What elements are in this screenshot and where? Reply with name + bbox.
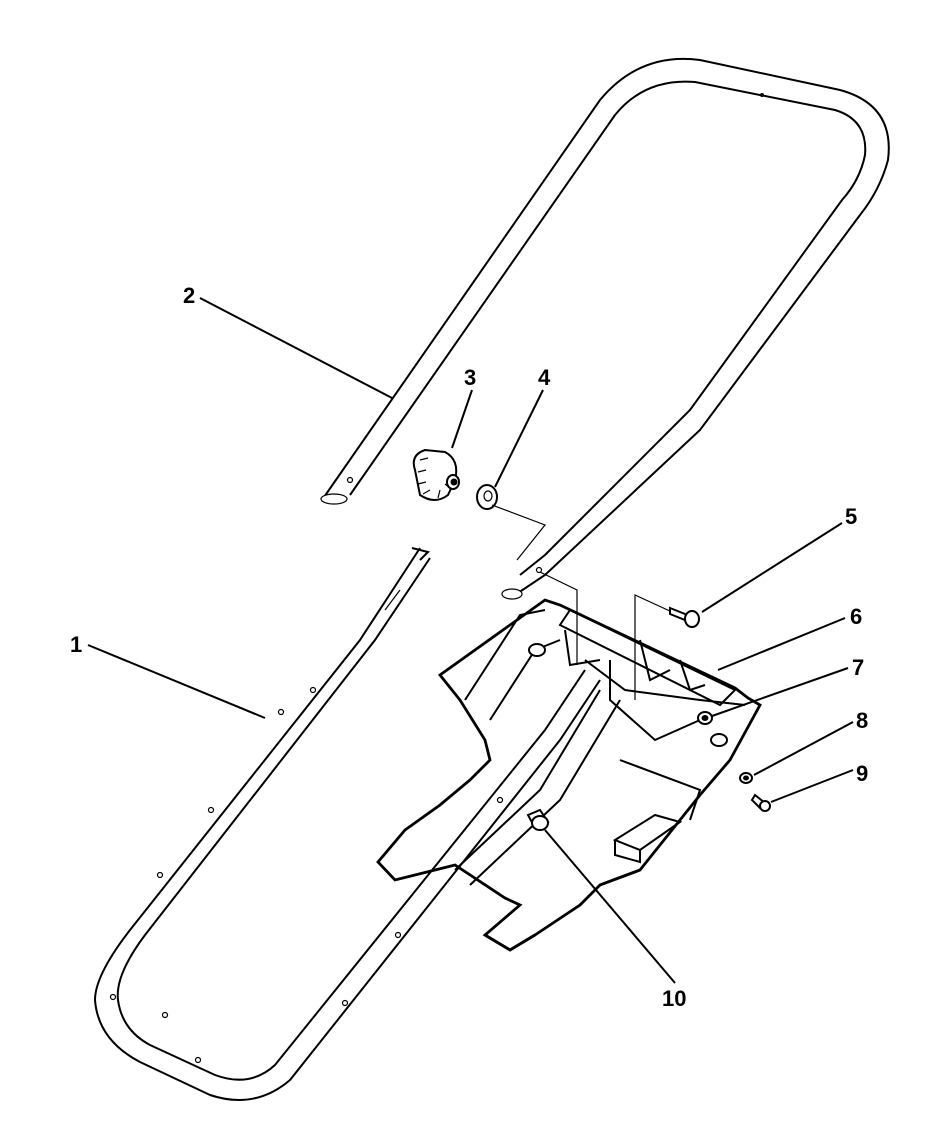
nut xyxy=(697,711,713,725)
lock-washer xyxy=(739,772,753,784)
knob xyxy=(412,448,460,501)
lower-handle xyxy=(93,547,601,1101)
part-label-1: 1 xyxy=(70,632,82,657)
leader-lines xyxy=(87,297,854,984)
leader-line-1 xyxy=(87,644,266,719)
leader-line-3 xyxy=(451,389,473,449)
leader-line-8 xyxy=(753,721,854,776)
leader-line-6 xyxy=(717,617,846,671)
leader-line-9 xyxy=(770,769,854,803)
part-label-8: 8 xyxy=(856,708,868,733)
part-label-10: 10 xyxy=(662,986,686,1011)
screw xyxy=(750,793,771,812)
leader-line-5 xyxy=(701,522,843,613)
part-label-5: 5 xyxy=(845,504,857,529)
leader-line-4 xyxy=(494,389,544,488)
upper-handle xyxy=(320,57,890,600)
part-label-7: 7 xyxy=(852,655,864,680)
bolt xyxy=(669,606,700,628)
washer xyxy=(476,484,498,510)
assembly-line-handle xyxy=(539,571,578,665)
plug xyxy=(526,808,550,831)
part-labels: 1 2 3 4 5 6 7 8 9 10 xyxy=(70,283,868,1011)
assembly-line-bolt xyxy=(634,594,673,700)
assembly-line-knob xyxy=(491,504,546,561)
leader-line-7 xyxy=(711,667,849,717)
part-label-4: 4 xyxy=(538,365,551,390)
part-label-6: 6 xyxy=(850,604,862,629)
leader-line-2 xyxy=(199,297,393,399)
handle-bracket xyxy=(376,598,762,952)
part-label-2: 2 xyxy=(183,283,195,308)
part-label-3: 3 xyxy=(464,365,476,390)
leader-line-10 xyxy=(544,829,676,984)
part-label-9: 9 xyxy=(856,761,868,786)
